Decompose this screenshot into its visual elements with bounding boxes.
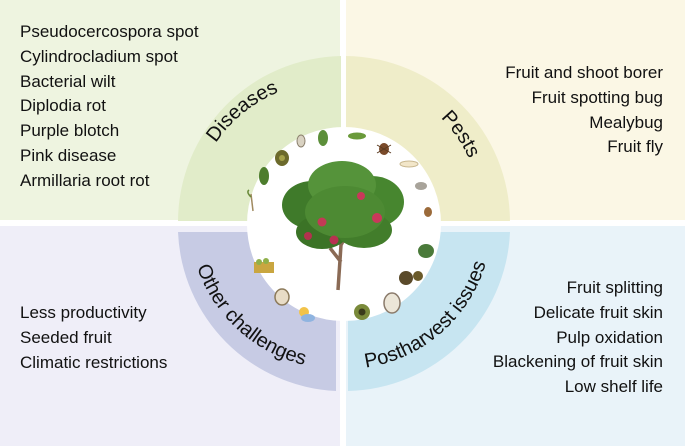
pests-list: Fruit and shoot borer Fruit spotting bug… — [505, 61, 663, 160]
list-item: Climatic restrictions — [20, 352, 168, 372]
other-challenges-ring-sector — [178, 232, 336, 391]
bug-icon — [376, 143, 392, 155]
other-challenges-list: Less productivity Seeded fruit Climatic … — [20, 301, 167, 375]
list-item: Fruit fly — [607, 137, 663, 157]
list-item: Cylindrocladium spot — [20, 46, 178, 66]
caterpillar-icon — [348, 132, 366, 140]
split-fruit-icon — [418, 244, 434, 258]
fruit-rot-icon — [296, 134, 306, 148]
pests-ring-sector — [346, 56, 510, 222]
list-item: Bacterial wilt — [20, 71, 116, 91]
weather-icon — [299, 307, 315, 322]
postharvest-list: Fruit splitting Delicate fruit skin Pulp… — [493, 276, 663, 400]
blackened-fruit-icon — [354, 304, 370, 320]
diseases-ring-sector — [178, 56, 341, 222]
mealybug-icon — [415, 182, 427, 190]
list-item: Purple blotch — [20, 121, 120, 141]
diseases-list: Pseudocercospora spot Cylindrocladium sp… — [20, 20, 199, 194]
postharvest-ring-sector — [348, 232, 510, 391]
leaf-spot-icon — [275, 150, 289, 166]
list-item: Pseudocercospora spot — [20, 22, 199, 41]
list-item: Less productivity — [20, 303, 147, 322]
pomegranate-tree-icon — [282, 161, 404, 291]
list-item: Fruit spotting bug — [531, 87, 663, 107]
larva-icon — [399, 160, 419, 168]
list-item: Seeded fruit — [20, 327, 112, 347]
list-item: Mealybug — [589, 112, 663, 132]
list-item: Fruit and shoot borer — [505, 63, 663, 82]
fruit-fly-icon — [424, 207, 432, 217]
list-item: Pink disease — [20, 145, 117, 165]
oxidized-pulp-icon — [383, 292, 401, 314]
list-item: Pulp oxidation — [556, 327, 663, 347]
dark-fruit-icon — [399, 271, 423, 285]
list-item: Fruit splitting — [566, 278, 663, 297]
diseased-leaf-icon — [259, 167, 269, 185]
list-item: Blackening of fruit skin — [492, 352, 663, 372]
leaf-icon — [318, 130, 328, 146]
list-item: Low shelf life — [564, 377, 663, 397]
seedling-icon — [247, 189, 254, 212]
list-item: Delicate fruit skin — [533, 302, 663, 322]
list-item: Diplodia rot — [20, 96, 106, 116]
basket-icon — [254, 258, 274, 273]
cut-fruit-icon — [274, 288, 290, 306]
list-item: Armillaria root rot — [20, 170, 150, 190]
